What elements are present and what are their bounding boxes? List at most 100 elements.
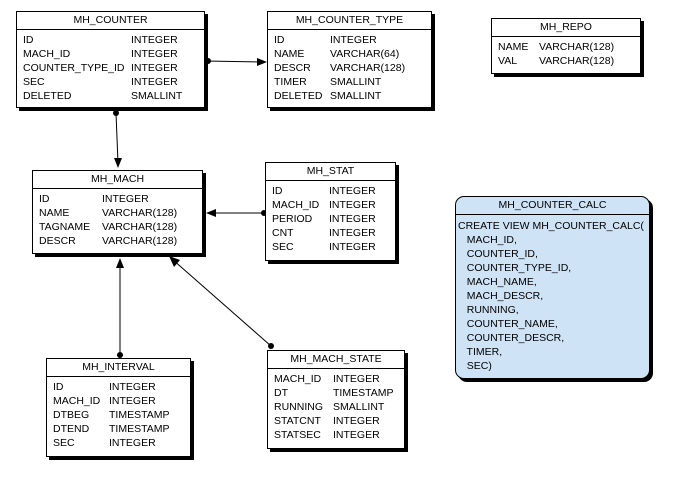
entity-title: MH_MACH_STATE [268,351,404,369]
column-type: INTEGER [329,227,376,239]
column-type: INTEGER [131,62,178,74]
column-name: DESCR [39,235,76,247]
column-type: INTEGER [330,34,377,46]
column-type: VARCHAR(64) [330,48,400,60]
column-name: ID [23,34,34,46]
column-type: INTEGER [329,213,376,225]
column-row: VAL VARCHAR(128) [498,54,634,68]
column-name: DTEND [53,423,90,435]
column-type: INTEGER [333,373,380,385]
column-row: SEC INTEGER [23,75,198,89]
column-type: VARCHAR(128) [539,55,615,67]
column-name: SEC [272,241,294,253]
column-type: INTEGER [329,185,376,197]
view-sql-line: MACH_DESCR, [458,290,544,302]
column-type: INTEGER [333,415,380,427]
view-sql-line: COUNTER_NAME, [458,318,558,330]
column-type: INTEGER [109,437,156,449]
column-row: ID INTEGER [274,33,425,47]
column-type: INTEGER [329,241,376,253]
column-row: NAME VARCHAR(64) [274,47,425,61]
entity-title: MH_COUNTER [17,12,204,30]
entity-title: MH_REPO [492,19,640,37]
column-type: VARCHAR(128) [330,62,406,74]
column-name: VAL [498,55,518,67]
column-type: TIMESTAMP [109,409,170,421]
column-type: VARCHAR(128) [102,221,178,233]
column-row: TAGNAME VARCHAR(128) [39,220,196,234]
column-name: STATCNT [274,415,321,427]
column-row: DTBEG TIMESTAMP [53,408,184,422]
column-type: TIMESTAMP [333,387,394,399]
entity-mh-counter[interactable]: MH_COUNTER ID INTEGER MACH_ID INTEGER COUN… [16,11,205,108]
column-name: MACH_ID [53,395,101,407]
column-name: NAME [274,48,305,60]
column-name: ID [272,185,283,197]
column-type: TIMESTAMP [109,423,170,435]
column-type: INTEGER [131,76,178,88]
column-type: INTEGER [109,381,156,393]
column-name: MACH_ID [272,199,320,211]
entity-mh-counter-type[interactable]: MH_COUNTER_TYPE ID INTEGER NAME VARCHAR(64… [267,11,432,108]
entity-title: MH_INTERVAL [47,359,190,377]
column-name: ID [39,193,50,205]
column-row: ID INTEGER [23,33,198,47]
column-type: INTEGER [102,193,149,205]
column-row: STATCNT INTEGER [274,414,398,428]
column-row: DTEND TIMESTAMP [53,422,184,436]
view-sql-line: COUNTER_ID, [458,248,538,260]
view-sql-line: RUNNING, [458,304,519,316]
column-name: ID [53,381,64,393]
column-name: DELETED [274,90,323,102]
entity-mh-interval[interactable]: MH_INTERVAL ID INTEGER MACH_ID INTEGER DTB… [46,358,191,457]
column-type: SMALLINT [330,76,382,88]
column-name: TAGNAME [39,221,91,233]
rel-interval-to-mach [116,258,124,358]
column-type: INTEGER [109,395,156,407]
column-type: INTEGER [131,34,178,46]
column-name: ID [274,34,285,46]
view-mh-counter-calc[interactable]: MH_COUNTER_CALC CREATE VIEW MH_COUNTER_C… [455,196,650,379]
column-type: SMALLINT [333,401,385,413]
column-name: MACH_ID [23,48,71,60]
column-row: PERIOD INTEGER [272,212,389,226]
view-sql-line: MACH_NAME, [458,276,537,288]
column-type: INTEGER [131,48,178,60]
entity-mh-repo[interactable]: MH_REPO NAME VARCHAR(128) VAL VARCHAR(128) [491,18,641,74]
column-row: RUNNING SMALLINT [274,400,398,414]
rel-mach-state-to-mach [169,256,274,349]
view-sql-line: TIMER, [458,346,503,358]
view-sql-line: SEC) [458,360,492,372]
view-sql-line: MACH_ID, [458,234,517,246]
rel-stat-to-mach [206,209,267,217]
rel-counter-to-mach [113,110,122,168]
column-name: DTBEG [53,409,90,421]
entity-title: MH_COUNTER_TYPE [268,12,431,30]
view-title: MH_COUNTER_CALC [456,197,649,215]
view-sql-line: COUNTER_DESCR, [458,332,565,344]
view-sql-line: COUNTER_TYPE_ID, [458,262,572,274]
column-name: DELETED [23,90,72,102]
column-row: SEC INTEGER [272,240,389,254]
column-name: RUNNING [274,401,323,413]
column-row: MACH_ID INTEGER [274,372,398,386]
column-type: SMALLINT [330,90,382,102]
column-name: MACH_ID [274,373,322,385]
column-type: VARCHAR(128) [102,207,178,219]
column-name: PERIOD [272,213,313,225]
column-name: NAME [498,41,529,53]
column-name: SEC [23,76,45,88]
